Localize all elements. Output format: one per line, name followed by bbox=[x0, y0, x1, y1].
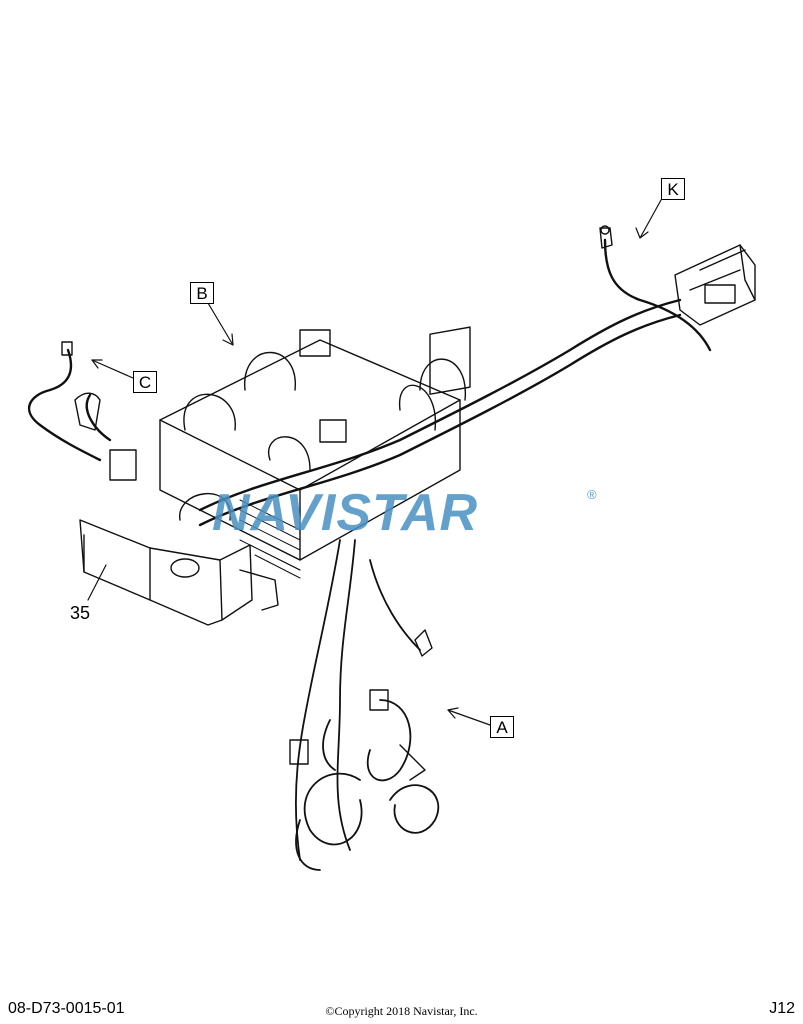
callout-b: B bbox=[190, 282, 214, 304]
leader-lines bbox=[87, 199, 662, 726]
main-harness bbox=[27, 238, 712, 527]
copyright-notice: ©Copyright 2018 Navistar, Inc. bbox=[325, 1004, 478, 1018]
navistar-watermark: NAVISTAR bbox=[212, 484, 479, 542]
item-number-35: 35 bbox=[70, 603, 91, 623]
registered-mark: ® bbox=[587, 487, 597, 502]
callout-k: K bbox=[661, 178, 685, 200]
callout-c: C bbox=[133, 371, 157, 393]
mounting-bracket bbox=[79, 519, 279, 626]
connectors bbox=[61, 225, 613, 781]
component-k bbox=[674, 244, 756, 326]
harness-loops bbox=[179, 352, 466, 521]
callout-a: A bbox=[490, 716, 514, 738]
harness-branch-a bbox=[294, 539, 440, 871]
document-number: 08-D73-0015-01 bbox=[8, 1000, 125, 1017]
page-id: J12 bbox=[769, 1000, 795, 1017]
